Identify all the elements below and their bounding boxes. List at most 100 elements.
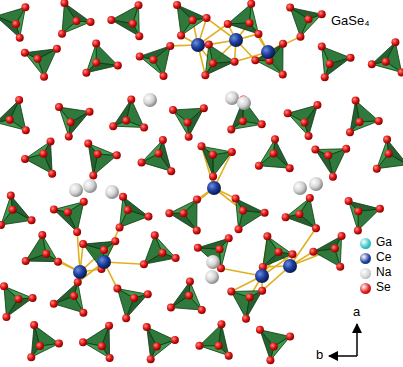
tetrahedron-face — [111, 20, 139, 36]
tetrahedron-face — [198, 238, 229, 249]
tetrahedron — [83, 326, 110, 358]
se-atom — [0, 282, 8, 290]
se-atom — [105, 322, 113, 330]
tetrahedron-face — [313, 236, 341, 252]
se-atom — [263, 232, 271, 240]
se-atom — [144, 290, 152, 298]
se-atom — [166, 42, 174, 50]
se-atom — [309, 248, 317, 256]
se-atom — [368, 60, 376, 68]
tetrahedron-face — [349, 201, 380, 211]
se-atom — [177, 32, 185, 40]
ce-atoms — [73, 33, 297, 283]
se-atom — [21, 155, 29, 163]
se-atom — [140, 260, 148, 268]
tetrahedron — [259, 139, 290, 168]
se-atom — [373, 165, 381, 173]
se-atom — [30, 321, 38, 329]
tetrahedron — [83, 241, 115, 269]
se-atom — [100, 246, 108, 254]
se-atom — [209, 59, 217, 67]
se-atom — [200, 104, 208, 112]
se-atom — [266, 356, 274, 364]
se-atom — [270, 343, 278, 351]
tetrahedron-face — [288, 113, 309, 136]
se-atom — [354, 226, 362, 234]
tetrahedron-face — [286, 198, 310, 217]
se-atom — [227, 125, 235, 133]
se-atom — [251, 56, 259, 64]
se-atom — [173, 1, 181, 9]
se-atom — [203, 14, 211, 22]
tetrahedron — [377, 140, 403, 169]
tetrahedron — [86, 43, 117, 72]
se-atom — [79, 309, 87, 317]
tetrahedron-face — [255, 44, 283, 61]
se-atom — [324, 151, 332, 159]
tetrahedron-face — [123, 197, 148, 217]
se-atom — [186, 277, 194, 285]
tetrahedron — [54, 202, 84, 232]
tetrahedron — [260, 330, 290, 361]
se-atom — [346, 128, 354, 136]
se-atom — [124, 206, 132, 214]
se-atom — [345, 197, 353, 205]
tetrahedron — [88, 144, 117, 176]
tetrahedron — [177, 5, 207, 36]
tetrahedron — [171, 281, 202, 310]
se-atom — [73, 228, 81, 236]
se-atom — [318, 42, 326, 50]
se-atom — [6, 116, 14, 124]
se-atom — [34, 55, 42, 63]
se-atom — [122, 117, 130, 125]
tetrahedron — [117, 289, 147, 319]
se-atom — [138, 158, 146, 166]
se-atom — [286, 3, 294, 11]
se-atom — [289, 250, 297, 258]
se-atom — [284, 109, 292, 117]
se-atom — [65, 132, 73, 140]
se-atom — [92, 39, 100, 47]
se-atom — [227, 288, 235, 296]
se-atom — [22, 257, 30, 265]
se-atom — [143, 323, 151, 331]
tetrahedron — [120, 197, 149, 228]
se-atom — [21, 3, 29, 11]
se-atom — [354, 207, 362, 215]
tetrahedron — [286, 198, 316, 228]
se-atom — [201, 71, 209, 79]
tetrahedron-face — [102, 326, 110, 358]
se-atom — [27, 353, 35, 361]
se-atom — [338, 232, 346, 240]
se-atom — [167, 304, 175, 312]
tetrahedron — [144, 235, 176, 264]
se-atom — [198, 306, 206, 314]
se-atom — [135, 1, 143, 9]
se-atom — [16, 34, 24, 42]
se-atom — [258, 287, 266, 295]
se-atom — [275, 248, 283, 256]
gase4-tetrahedra — [0, 3, 403, 360]
se-atom — [109, 122, 117, 130]
ce-atom — [73, 265, 87, 279]
se-atom — [195, 342, 203, 350]
se-atom — [185, 292, 193, 300]
se-atom — [39, 150, 47, 158]
se-atom — [50, 206, 58, 214]
se-atom — [107, 16, 115, 24]
tetrahedron — [140, 46, 171, 76]
tetrahedron — [228, 4, 259, 34]
tetrahedron — [113, 99, 144, 127]
se-atom — [55, 103, 63, 111]
se-atom — [347, 54, 355, 62]
se-atom — [261, 209, 269, 217]
se-atom — [185, 133, 193, 141]
se-atom — [2, 313, 10, 321]
se-atom — [247, 0, 255, 8]
ce-atom — [97, 255, 111, 269]
se-atom — [60, 0, 68, 7]
se-atom — [279, 71, 287, 79]
se-atom — [254, 30, 262, 38]
se-atom — [160, 72, 168, 80]
